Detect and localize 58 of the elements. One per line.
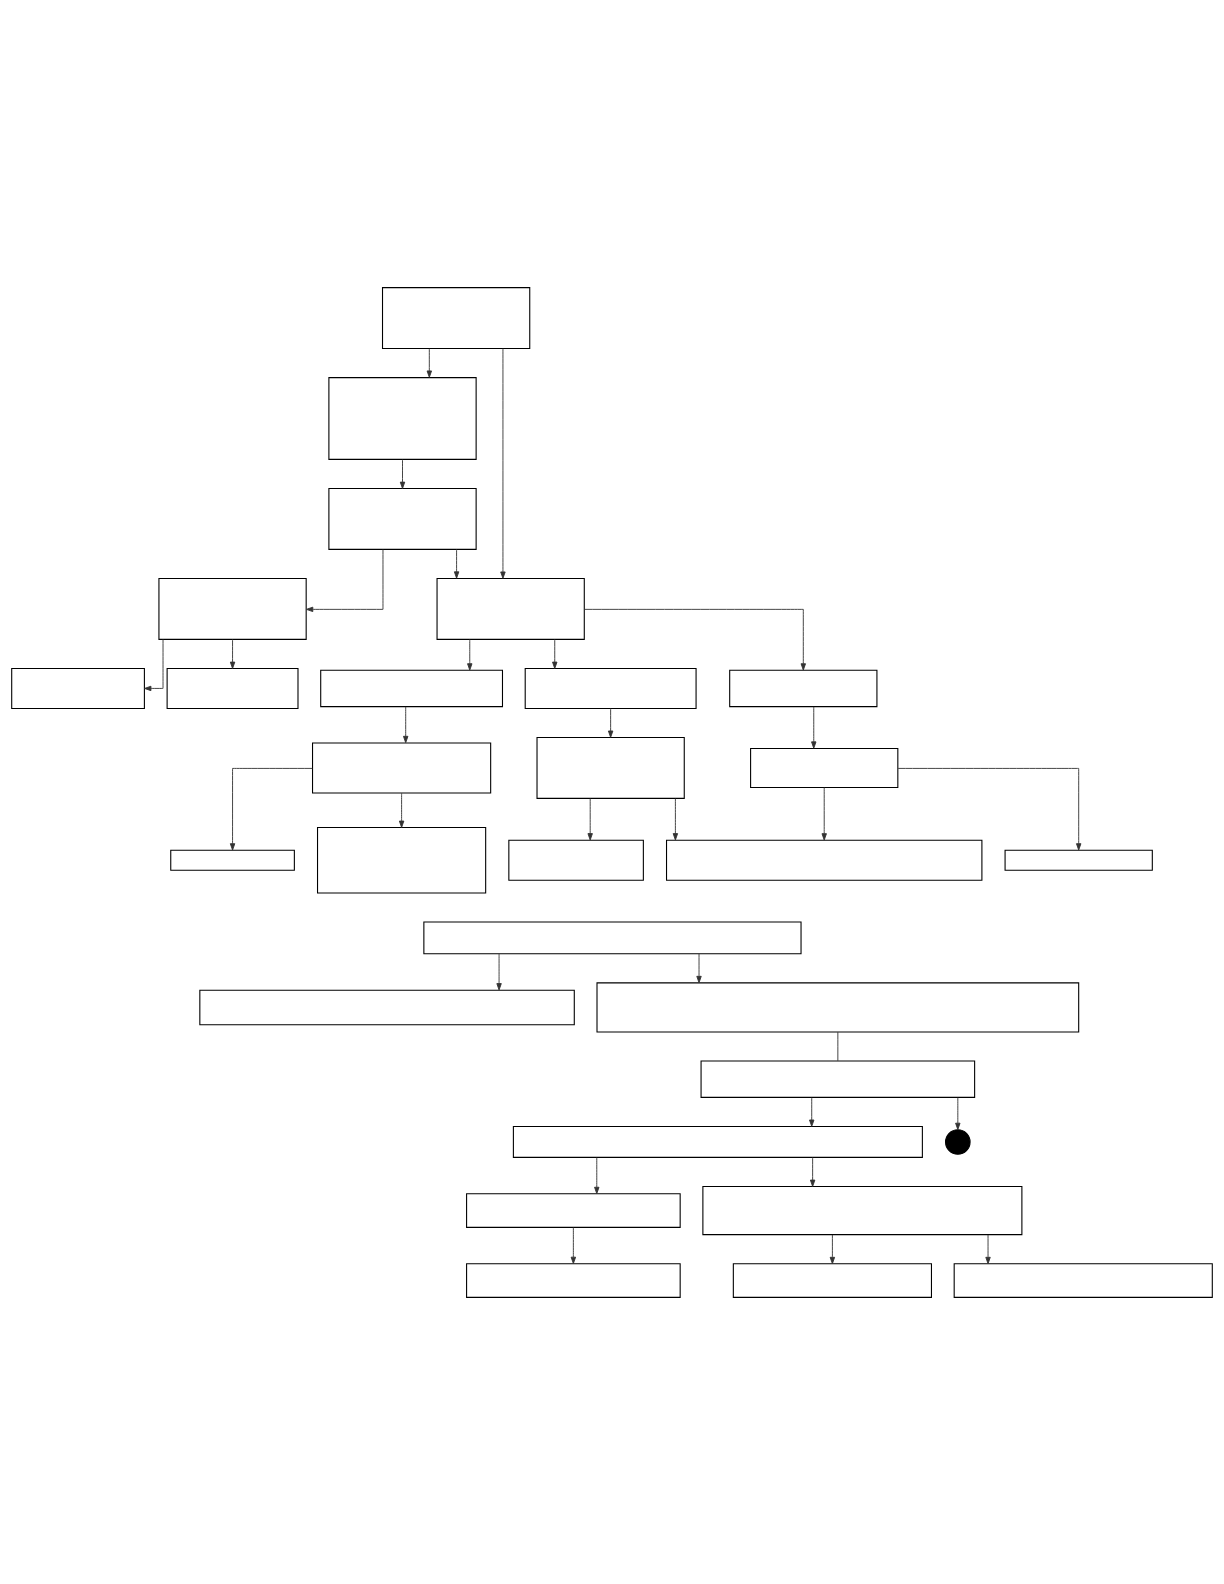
arrow	[399, 458, 406, 489]
arrow	[306, 548, 384, 612]
node-box	[381, 286, 531, 349]
arrow	[985, 1234, 991, 1264]
node-box	[317, 826, 487, 893]
node-box	[732, 1262, 932, 1298]
arrow	[829, 1234, 836, 1264]
node-box	[700, 1060, 976, 1098]
arrow	[672, 797, 679, 840]
node-box	[166, 667, 299, 709]
node-box	[596, 981, 1080, 1033]
node-box	[199, 989, 575, 1025]
arrow	[426, 347, 432, 378]
node-box	[423, 920, 802, 954]
arrow	[594, 1156, 600, 1194]
arrow	[570, 1226, 577, 1264]
arrow	[584, 608, 806, 671]
node-box	[158, 577, 307, 640]
arrow	[453, 548, 460, 579]
connector	[837, 1031, 839, 1061]
arrow	[811, 705, 817, 749]
arrow	[587, 797, 593, 840]
node-box	[524, 667, 697, 709]
node-box	[312, 741, 492, 793]
arrow	[500, 347, 506, 579]
node-box	[466, 1192, 681, 1228]
node-box	[11, 667, 145, 709]
node-box	[508, 839, 644, 881]
arrow	[144, 638, 164, 691]
node-box	[536, 736, 685, 799]
node-box	[328, 376, 477, 460]
arrow	[821, 786, 827, 840]
node-box	[1004, 849, 1153, 871]
arrow	[496, 953, 502, 990]
node-box	[953, 1262, 1213, 1298]
node-box	[320, 669, 504, 707]
node-box	[328, 487, 477, 550]
arrow	[607, 707, 614, 738]
arrow	[696, 953, 702, 983]
node-circle	[945, 1128, 971, 1155]
arrow	[467, 638, 473, 671]
arrow	[809, 1156, 816, 1187]
arrow	[955, 1096, 961, 1130]
arrow	[809, 1096, 815, 1127]
node-box	[702, 1185, 1023, 1235]
arrow	[403, 705, 409, 743]
node-box	[729, 669, 878, 707]
arrow	[897, 767, 1082, 850]
node-box	[512, 1125, 923, 1158]
node-box	[666, 839, 983, 881]
node-box	[750, 747, 899, 788]
node-box	[170, 849, 295, 871]
node-box	[436, 577, 585, 640]
arrow	[398, 792, 405, 828]
arrow	[229, 638, 236, 669]
arrow	[229, 767, 313, 850]
arrow	[552, 638, 558, 669]
node-box	[466, 1262, 681, 1298]
